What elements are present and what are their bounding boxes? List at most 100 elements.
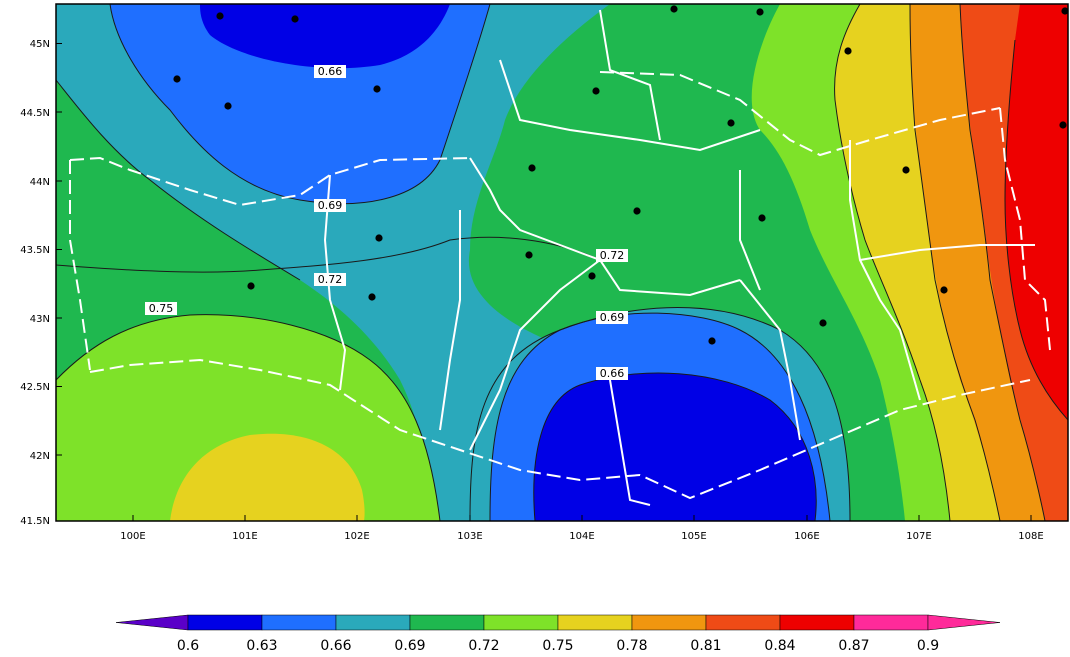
colorbar-label: 0.63 [246,638,277,654]
svg-text:0.69: 0.69 [600,311,625,324]
lat-tick-label: 42.5N [20,382,50,393]
colorbar-cell [187,614,263,631]
station-marker [368,293,376,301]
station-marker [528,164,536,172]
contour-label-5: 0.72 [596,249,628,262]
colorbar-arrow-low [115,614,189,631]
contour-line-084-east [959,4,1046,521]
station-marker [247,282,255,290]
boundary-dashed-north [599,71,1001,157]
station-marker [224,102,232,110]
lat-tick-label: 42N [30,451,50,462]
contour-line-066-north [109,4,491,205]
fill-level-087-east [1005,4,1068,420]
colorbar-cell [483,614,559,631]
svg-text:0.66: 0.66 [318,65,343,78]
lon-tick-label: 102E [344,531,369,542]
colorbar-cell [705,614,781,631]
station-marker [592,87,600,95]
colorbar-label: 0.66 [320,638,351,654]
boundary-solid-inner-10 [859,244,1035,261]
contour-line-087-east [1004,39,1068,421]
contour-line-075-west [56,314,441,521]
station-marker [902,166,910,174]
station-marker [819,319,827,327]
station-marker [216,12,224,20]
colorbar-label: 0.81 [690,638,721,654]
lat-tick-label: 44.5N [20,108,50,119]
station-marker [1061,7,1069,15]
svg-text:0.72: 0.72 [600,249,625,262]
boundary-solid-inner-11 [739,170,761,291]
station-marker [173,75,181,83]
colorbar-cell [853,614,929,631]
boundary-solid-inner-9 [849,140,921,401]
contour-line-069-north [56,79,301,281]
svg-text:0.69: 0.69 [318,199,343,212]
colorbar-cell [261,614,337,631]
contour-line-066-south [489,312,831,521]
contour-line-069-south [469,307,851,521]
plot-frame [55,3,1069,522]
lon-tick-label: 106E [794,531,819,542]
station-marker [525,251,533,259]
colorbar-cell [335,614,411,631]
lon-tick-label: 100E [120,531,145,542]
contour-line-063-south [533,372,817,521]
colorbar-label: 0.69 [394,638,425,654]
colorbar-cell [557,614,633,631]
lon-tick-label: 108E [1018,531,1043,542]
lon-tick-label: 101E [232,531,257,542]
station-marker [708,337,716,345]
boundary-solid-inner-7 [609,379,651,506]
lat-tick-label: 45N [30,39,50,50]
colorbar-cells [115,614,1001,631]
lat-tick-label: 43N [30,314,50,325]
svg-text:0.66: 0.66 [600,367,625,380]
colorbar-labels: 0.6 0.63 0.66 0.69 0.72 0.75 0.78 0.81 0… [177,638,939,654]
contour-lines [56,4,1068,521]
boundary-solid-inner-1 [323,174,347,391]
station-marker [633,207,641,215]
colorbar-label: 0.84 [764,638,795,654]
lon-tick-label: 105E [681,531,706,542]
contour-label-1: 0.66 [314,65,346,78]
colorbar-label: 0.6 [177,638,199,654]
station-marker [375,234,383,242]
lon-tick-label: 104E [569,531,594,542]
station-marker [1059,121,1067,129]
boundary-solid-inner-4 [599,9,661,141]
boundary-dashed-south [89,358,1031,500]
colorbar-label: 0.78 [616,638,647,654]
lat-tick-label: 44N [30,177,50,188]
boundary-dashed-west [69,156,471,207]
contour-label-6: 0.69 [596,311,628,324]
boundary-solid-inner-5 [439,210,461,431]
boundary-solid-inner-2 [469,157,741,297]
lon-tick-label: 107E [906,531,931,542]
contour-labels: 0.66 0.69 0.72 0.75 0.72 0.69 0.66 [145,65,628,380]
contour-line-072-center [56,236,601,273]
contour-label-7: 0.66 [596,367,628,380]
station-marker [758,214,766,222]
station-marker [670,5,678,13]
station-marker [727,119,735,127]
boundary-dashed-east [999,107,1051,351]
contour-label-3: 0.72 [314,273,346,286]
colorbar-arrow-high [927,614,1001,631]
fill-level-063-south [533,373,817,521]
contour-label-2: 0.69 [314,199,346,212]
lat-tick-label: 43.5N [20,245,50,256]
boundary-solid-inner-6 [469,259,601,451]
colorbar-cell [779,614,855,631]
colorbar-label: 0.75 [542,638,573,654]
svg-text:0.75: 0.75 [149,302,174,315]
colorbar-cell [631,614,707,631]
boundary-dashed-left-edge [69,160,91,371]
colorbar-label: 0.9 [917,638,939,654]
fill-level-078-southwest [170,433,365,521]
contour-line-081-east [909,4,1001,521]
lon-tick-label: 103E [457,531,482,542]
station-marker [756,8,764,16]
